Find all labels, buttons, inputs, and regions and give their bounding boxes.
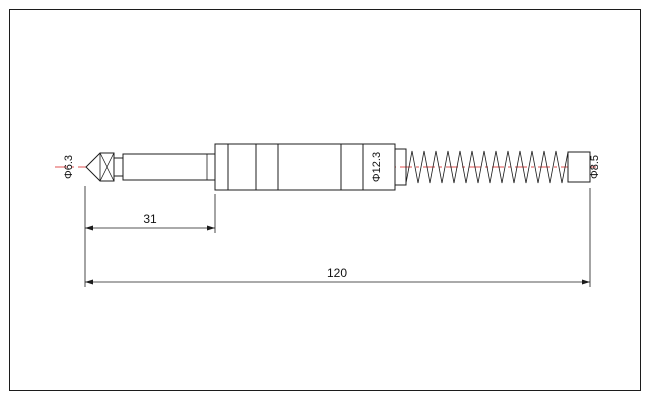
tip-chamfer-line <box>99 152 115 182</box>
tip-diameter-label: Φ6.3 <box>63 155 75 179</box>
dimension-shaft-length: 31 <box>84 186 216 287</box>
shaft-length-value: 31 <box>143 212 157 226</box>
plug-body <box>214 143 396 191</box>
knurl-band-front <box>255 143 279 191</box>
overall-length-value: 120 <box>327 266 347 280</box>
arrowhead <box>85 279 93 285</box>
spring-diameter-label: Φ8.5 <box>589 155 601 179</box>
body-diameter-label: Φ12.3 <box>371 152 383 182</box>
cable-end-cap <box>567 151 591 183</box>
spring-coil <box>405 150 569 184</box>
arrowhead <box>207 225 215 231</box>
spring-collar <box>394 148 407 186</box>
drawing-border <box>9 9 641 391</box>
arrowhead <box>85 225 93 231</box>
knurl-band-rear <box>340 143 364 191</box>
plug-shaft <box>122 153 216 181</box>
dimension-overall-length: 120 <box>85 188 591 287</box>
body-outline <box>214 143 396 191</box>
body-front-ring <box>214 143 229 191</box>
plug-tip <box>85 152 115 182</box>
tip-groove <box>113 157 124 177</box>
arrowhead <box>582 279 590 285</box>
shaft-outline <box>122 153 216 181</box>
